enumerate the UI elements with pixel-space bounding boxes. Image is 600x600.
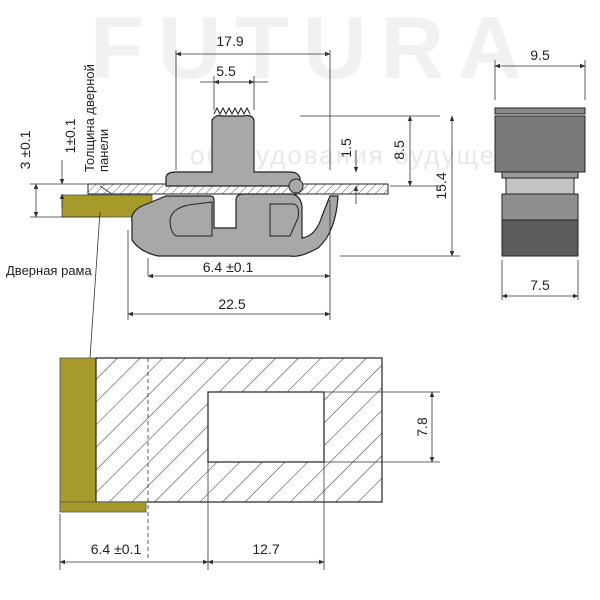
- dim-end-top: 9.5: [530, 47, 550, 63]
- groove-outline: [169, 201, 213, 237]
- door-frame-vertical: [59, 357, 97, 511]
- inner-slot: [269, 203, 299, 237]
- dim-groove-width: 6.4 ±0.1: [203, 259, 254, 275]
- dim-base-width: 22.5: [218, 296, 245, 312]
- panel-thickness-label-1: Толщина дверной: [82, 64, 97, 172]
- window-cutout: [207, 391, 325, 463]
- panel-thickness-label-2: панели: [96, 129, 111, 172]
- dim-side-a: 3 ±0.1: [17, 130, 33, 169]
- end-body-low: [501, 219, 579, 257]
- dim-cutout-width: 12.7: [252, 541, 279, 557]
- dim-top-width: 17.9: [216, 33, 243, 49]
- door-frame-label: Дверная рама: [6, 263, 92, 278]
- end-band-2: [505, 177, 575, 195]
- profile-upper-body: [165, 114, 301, 187]
- dim-tooth-width: 5.5: [216, 63, 236, 79]
- frame-foot: [59, 501, 147, 513]
- end-band-1: [501, 171, 579, 179]
- dim-upper-height: 8.5: [391, 140, 407, 160]
- cutout-view: 7.8 6.4 ±0.1 12.7: [59, 357, 440, 570]
- end-body-upper: [494, 115, 586, 173]
- profile-lower-body: [131, 193, 339, 257]
- dim-cutout-height: 7.8: [414, 417, 430, 437]
- dim-cutout-groove: 6.4 ±0.1: [91, 541, 142, 557]
- end-cap-top: [494, 107, 586, 115]
- dim-end-bottom: 7.5: [530, 277, 550, 293]
- dim-total-height: 15.4: [433, 172, 449, 199]
- lip-curl: [288, 178, 304, 194]
- dim-side-b: 1±0.1: [62, 118, 78, 153]
- end-view: 9.5 7.5: [494, 47, 586, 300]
- tooth-serration: [213, 106, 251, 116]
- dim-flange-height: 1.5: [338, 138, 354, 158]
- watermark-brand: FUTURA: [90, 0, 536, 97]
- profile-view: 17.9 5.5 1.5 8.5 15.4 6.4 ±0.1 22.5 3 ±0…: [6, 33, 460, 359]
- end-body-mid: [501, 193, 579, 221]
